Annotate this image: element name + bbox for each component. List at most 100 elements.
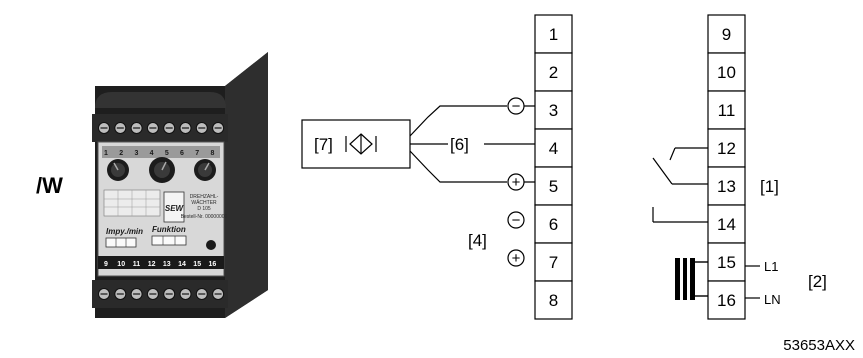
terminal-screw xyxy=(146,288,159,300)
terminal-number: 6 xyxy=(549,215,558,234)
terminal-number: 1 xyxy=(549,25,558,44)
wire-to-terminal-3 xyxy=(409,105,507,137)
terminal-number: 9 xyxy=(722,25,731,44)
cable-label: [6] xyxy=(450,135,469,154)
side-label: /W xyxy=(36,173,63,198)
terminal-number: 4 xyxy=(549,139,558,158)
status-led xyxy=(206,240,216,250)
polarity-plus-5: + xyxy=(507,173,525,191)
polarity-minus-3: − xyxy=(507,97,525,115)
relay-label: [1] xyxy=(760,177,779,196)
svg-text:−: − xyxy=(512,98,521,115)
sew-logo-text: SEW xyxy=(165,204,185,213)
terminal-number: 7 xyxy=(549,253,558,272)
fine-print: Bestell-Nr. 00000000 xyxy=(181,214,228,220)
device-number-label: 8 xyxy=(210,150,214,157)
device-number-label: 12 xyxy=(148,261,156,268)
left-terminal-6: 6 xyxy=(534,204,573,244)
terminal-number: 13 xyxy=(717,177,736,196)
polarity-plus-7: + xyxy=(507,249,525,267)
polarity-minus-6: − xyxy=(507,211,525,229)
device-number-label: 15 xyxy=(193,261,201,268)
l1-label: L1 xyxy=(764,259,778,274)
terminal-screw xyxy=(98,288,110,300)
terminal-block-left: 1 2 3 4 5 6 7 8 xyxy=(534,14,573,320)
sensor-box xyxy=(301,119,411,169)
device-number-label: 4 xyxy=(150,150,154,157)
funktion-label: Funktion xyxy=(152,225,186,234)
right-terminal-13: 13 xyxy=(707,166,746,206)
device-number-label: 2 xyxy=(119,150,123,157)
right-terminal-9: 9 xyxy=(707,14,746,54)
terminal-number: 12 xyxy=(717,139,736,158)
brand-line-2: WÄCHTER xyxy=(191,199,217,206)
terminal-number: 3 xyxy=(549,101,558,120)
terminal-screw xyxy=(212,122,225,134)
terminal-screw xyxy=(130,288,143,300)
terminal-number: 11 xyxy=(718,101,736,120)
terminal-screw xyxy=(195,122,208,134)
device-number-label: 7 xyxy=(195,150,199,157)
device-number-label: 5 xyxy=(165,150,169,157)
left-terminal-1: 1 xyxy=(534,14,573,54)
bottom-number-bar xyxy=(98,256,224,269)
terminal-number: 16 xyxy=(717,291,736,310)
terminal-screw xyxy=(98,122,110,134)
device-top-cap xyxy=(95,92,226,108)
impulse-label: Impy./min xyxy=(106,227,143,236)
sew-logo xyxy=(163,191,185,223)
left-terminal-4: 4 xyxy=(534,128,573,168)
terminal-screw xyxy=(195,288,208,300)
device-number-label: 14 xyxy=(178,261,186,268)
device-number-label: 6 xyxy=(180,150,184,157)
left-terminal-2: 2 xyxy=(534,52,573,92)
right-terminal-12: 12 xyxy=(707,128,746,168)
terminal-number: 15 xyxy=(717,253,736,272)
svg-text:+: + xyxy=(512,250,521,267)
terminal-screw xyxy=(212,288,225,300)
device-number-label: 16 xyxy=(209,261,217,268)
terminal-screw xyxy=(179,122,192,134)
dip-switch-right xyxy=(151,235,187,246)
device-side xyxy=(225,52,268,318)
device-number-label: 11 xyxy=(133,261,141,268)
potentiometer-2 xyxy=(149,157,175,183)
terminal-screw xyxy=(130,122,143,134)
brand-line-1: DREHZAHL- xyxy=(190,194,219,200)
figure-id: 53653AXX xyxy=(783,337,855,354)
ln-label: LN xyxy=(764,292,781,307)
device-number-label: 13 xyxy=(163,261,171,268)
terminal-screw xyxy=(179,288,192,300)
left-terminal-7: 7 xyxy=(534,242,573,282)
device-number-label: 1 xyxy=(104,150,108,157)
device-number-label: 3 xyxy=(134,150,138,157)
terminal-number: 14 xyxy=(717,215,736,234)
terminal-screw xyxy=(114,122,127,134)
right-terminal-11: 11 xyxy=(707,90,746,130)
sensor-assembly: [7] [6] xyxy=(301,105,535,183)
sensor-label: [7] xyxy=(314,135,333,154)
supply-label: [2] xyxy=(808,272,827,291)
left-terminal-3: 3 xyxy=(534,90,573,130)
dip-switch-left xyxy=(105,237,137,248)
terminal-number: 8 xyxy=(549,291,558,310)
terminal-screw xyxy=(114,288,127,300)
relay-contact-symbol xyxy=(652,147,708,223)
terminal-number: 10 xyxy=(717,63,736,82)
terminal-block-right: 9 10 11 12 13 14 15 16 xyxy=(707,14,746,320)
svg-text:−: − xyxy=(512,212,521,229)
right-terminal-15: 15 xyxy=(707,242,746,282)
brand-line-3: D 105 xyxy=(197,206,211,212)
terminal-screw xyxy=(163,122,176,134)
terminal-number: 5 xyxy=(549,177,558,196)
input-label: [4] xyxy=(468,231,487,250)
right-terminal-14: 14 xyxy=(707,204,746,244)
pot-number-bar xyxy=(102,146,220,158)
left-terminal-8: 8 xyxy=(534,280,573,320)
left-terminal-5: 5 xyxy=(534,166,573,206)
terminal-number: 2 xyxy=(549,63,558,82)
right-terminal-16: 16 xyxy=(707,280,746,320)
potentiometer-1 xyxy=(107,159,129,181)
